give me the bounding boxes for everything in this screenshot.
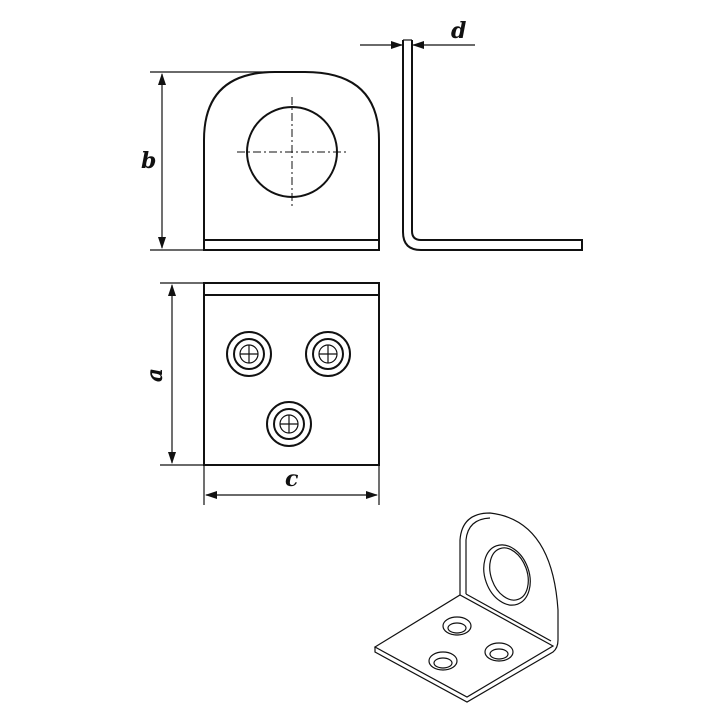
mounting-hole bbox=[305, 331, 351, 377]
top-view bbox=[203, 282, 380, 466]
mounting-hole bbox=[266, 401, 312, 447]
isometric-view bbox=[373, 512, 559, 703]
side-view bbox=[402, 39, 583, 251]
dimension-c bbox=[203, 465, 380, 505]
dimension-label-a: a bbox=[142, 367, 169, 383]
dimension-a bbox=[160, 282, 204, 466]
mounting-hole bbox=[226, 331, 272, 377]
front-view bbox=[203, 71, 380, 251]
dimension-label-b: b bbox=[141, 148, 157, 174]
dimension-b bbox=[150, 71, 290, 251]
dimension-label-c: c bbox=[285, 466, 299, 492]
dimension-label-d: d bbox=[451, 18, 467, 44]
